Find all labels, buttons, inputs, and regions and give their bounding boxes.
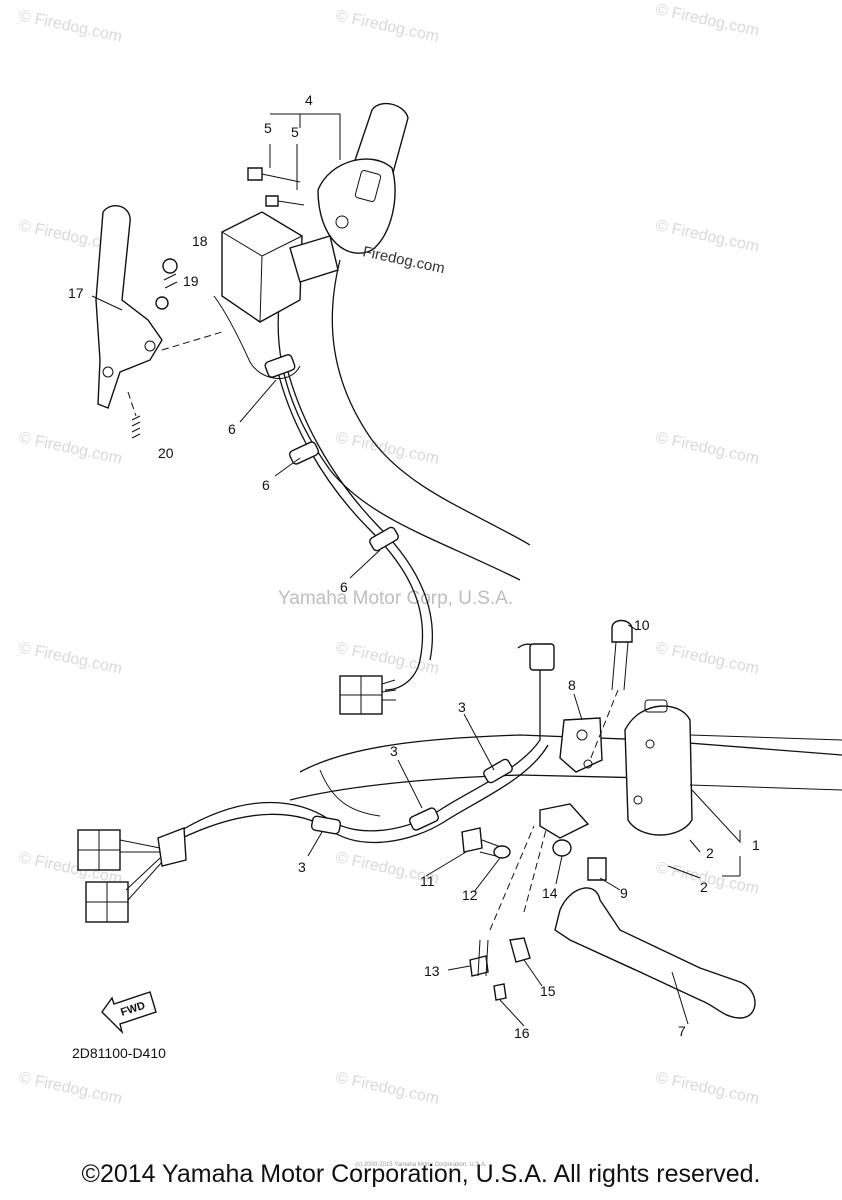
watermark: © Firedog.com (17, 639, 123, 677)
part-label-13: 13 (424, 963, 440, 979)
part-label-16: 16 (514, 1025, 530, 1041)
watermark: © Firedog.com (654, 429, 760, 467)
watermark: © Firedog.com (17, 429, 123, 467)
diagram-code: 2D81100-D410 (72, 1045, 166, 1061)
part-label-14: 14 (542, 885, 558, 901)
part-label-3: 3 (458, 699, 466, 715)
part-label-2: 2 (700, 879, 708, 895)
part-label-6: 6 (228, 421, 236, 437)
part-label-8: 8 (568, 677, 576, 693)
part-label-5: 5 (291, 124, 299, 140)
lower-handlebar-assembly: FWD (77, 619, 842, 1035)
watermark: © Firedog.com (17, 1069, 123, 1107)
part-label-18: 18 (192, 233, 208, 249)
watermark: © Firedog.com (654, 1, 760, 39)
watermark: © Firedog.com (334, 7, 440, 45)
part-label-10: 10 (634, 617, 650, 633)
upper-handlebar-assembly (213, 102, 531, 715)
yamaha-watermark: Yamaha Motor Corp, U.S.A. (278, 588, 513, 609)
part-label-6: 6 (340, 579, 348, 595)
part-label-1: 1 (752, 837, 760, 853)
fine-print: (c) 2000-2015 Yamaha Motor Corporation, … (355, 1162, 487, 1168)
part-label-11: 11 (420, 873, 435, 889)
part-label-7: 7 (678, 1023, 686, 1039)
part-label-3: 3 (390, 743, 398, 759)
part-label-9: 9 (620, 885, 628, 901)
watermark: © Firedog.com (334, 639, 440, 677)
part-labels: 4 5 5 18 19 17 6 20 6 6 10 8 3 3 1 2 3 1… (68, 92, 760, 1061)
part-label-20: 20 (158, 445, 174, 461)
part-label-2: 2 (706, 845, 714, 861)
watermark: © Firedog.com (334, 1069, 440, 1107)
part-label-17: 17 (68, 285, 84, 301)
watermark: © Firedog.com (17, 7, 123, 45)
watermark: © Firedog.com (654, 1069, 760, 1107)
watermark: © Firedog.com (654, 217, 760, 255)
part-label-12: 12 (462, 887, 478, 903)
part-label-5: 5 (264, 120, 272, 136)
watermark: © Firedog.com (334, 429, 440, 467)
part-label-3: 3 (298, 859, 306, 875)
part-label-19: 19 (183, 273, 199, 289)
upper-lever-assembly (95, 167, 305, 439)
copyright-notice: ©2014 Yamaha Motor Corporation, U.S.A. A… (81, 1160, 761, 1188)
firedog-inline-watermark: Firedog.com (361, 243, 446, 277)
part-label-15: 15 (540, 983, 556, 999)
watermark: © Firedog.com (654, 639, 760, 677)
part-label-6: 6 (262, 477, 270, 493)
part-label-4: 4 (305, 92, 313, 108)
leader-lines (91, 113, 741, 1027)
